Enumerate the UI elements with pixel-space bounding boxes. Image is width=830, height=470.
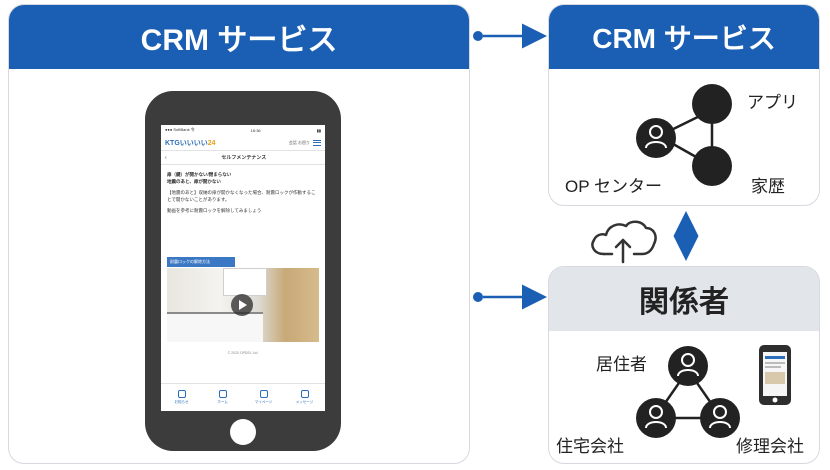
phone-nav-bar: ‹ セルフメンテナンス: [161, 151, 325, 165]
tab-notice[interactable]: お知らせ: [161, 384, 202, 411]
node-app: [692, 84, 732, 124]
label-app: アプリ: [747, 93, 798, 112]
crm-network: [636, 84, 732, 186]
phone-screen: ●●● SoftBank 令 16:36 ▮▮ KTGいいいい24 会話 お困り…: [161, 125, 325, 411]
tab-notice-label: お知らせ: [174, 400, 189, 404]
tab-message-label: メッセージ: [295, 400, 314, 404]
mini-phone-icon: [759, 345, 791, 405]
cloud-upload-icon: [591, 220, 657, 264]
right-bottom-panel-header: 関係者: [549, 267, 819, 331]
connector-top: [473, 23, 547, 49]
article-heading: 扉（鍵）が開かない/閉まらない 地震のあと、扉が開かない: [167, 171, 319, 185]
node-repair-company: [700, 398, 740, 438]
smartphone: ●●● SoftBank 令 16:36 ▮▮ KTGいいいい24 会話 お困り…: [145, 91, 341, 451]
phone-article-body: 扉（鍵）が開かない/閉まらない 地震のあと、扉が開かない 【地震のあと】収納の扉…: [161, 165, 325, 224]
connector-middle-dot: [473, 292, 483, 302]
app-logo-main: KTGいいいい: [165, 139, 208, 147]
chat-icon: [300, 390, 309, 398]
phone-nav-title: セルフメンテナンス: [221, 155, 267, 161]
tab-mypage[interactable]: マイページ: [243, 384, 284, 411]
app-logo: KTGいいいい24: [165, 138, 216, 148]
phone-status-bar: ●●● SoftBank 令 16:36 ▮▮: [161, 125, 325, 135]
home-icon: [218, 390, 227, 398]
node-op-center: [636, 118, 676, 158]
node-housing-company: [636, 398, 676, 438]
status-battery: ▮▮: [316, 127, 321, 133]
connector-middle: [473, 284, 547, 310]
label-op-center: OP センター: [565, 177, 662, 196]
tab-mypage-label: マイページ: [254, 400, 273, 404]
article-paragraph-1: 【地震のあと】収納の扉が開かなくなった場合、耐震ロックが作動することで開かないこ…: [167, 190, 316, 202]
status-carrier: ●●● SoftBank 令: [165, 127, 195, 132]
label-repair-company: 修理会社: [736, 437, 804, 456]
right-bottom-panel-title: 関係者: [639, 286, 729, 319]
kitchen-upper-cabinet: [223, 268, 267, 296]
tab-home[interactable]: ホーム: [202, 384, 243, 411]
phone-copyright: © 2020 OPDEL Ltd.: [227, 351, 259, 355]
app-logo-accent: 24: [207, 139, 216, 147]
phone-app-header: KTGいいいい24 会話 お困り: [161, 135, 325, 151]
left-panel-title: CRM サービス: [140, 24, 338, 57]
kitchen-counter: [167, 312, 263, 342]
status-time: 16:36: [250, 127, 261, 133]
label-resident: 居住者: [596, 355, 647, 374]
left-panel: CRM サービス ●●● SoftBank 令 16:36 ▮▮ KTGいいいい…: [8, 4, 470, 464]
tab-home-label: ホーム: [217, 400, 228, 404]
left-panel-header: CRM サービス: [9, 5, 469, 69]
label-housing-company: 住宅会社: [556, 437, 624, 456]
right-bottom-panel: 関係者: [548, 266, 820, 464]
phone-tab-bar: お知らせ ホーム マイページ メッセージ: [161, 383, 325, 411]
play-icon[interactable]: [231, 294, 253, 316]
back-chevron-icon[interactable]: ‹: [165, 154, 167, 161]
article-heading-line1: 扉（鍵）が開かない/閉まらない: [167, 172, 232, 177]
node-resident: [668, 346, 708, 386]
connector-top-dot: [473, 31, 483, 41]
app-header-links[interactable]: 会話 お困り: [288, 139, 310, 145]
article-paragraph-2: 動画を参考に耐震ロックを解除してみましょう: [167, 208, 262, 213]
app-header-right: 会話 お困り: [288, 139, 321, 146]
user-icon: [259, 390, 268, 398]
article-heading-line2: 地震のあと、扉が開かない: [167, 179, 221, 184]
hamburger-menu-icon[interactable]: [313, 139, 321, 146]
video-label: 耐震ロックの解除方法: [167, 257, 235, 267]
node-history: [692, 146, 732, 186]
right-top-panel-title: CRM サービス: [592, 23, 776, 54]
phone-home-button: [230, 419, 256, 445]
stakeholder-network: [636, 346, 740, 438]
right-top-panel: CRM サービス: [548, 4, 820, 206]
tab-message[interactable]: メッセージ: [284, 384, 325, 411]
right-top-panel-header: CRM サービス: [549, 5, 819, 69]
video-thumbnail[interactable]: [167, 268, 319, 342]
bell-icon: [177, 390, 186, 398]
label-history: 家歴: [751, 177, 785, 196]
